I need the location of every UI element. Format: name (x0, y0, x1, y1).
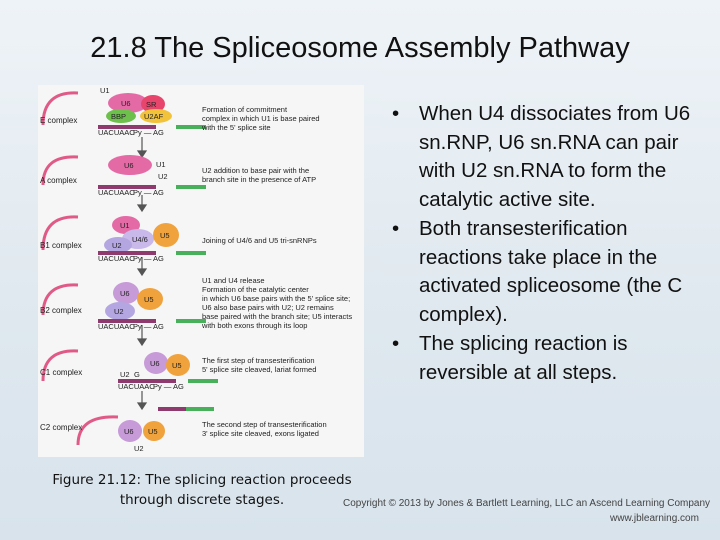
svg-text:U2: U2 (112, 241, 122, 250)
svg-text:U5: U5 (160, 231, 170, 240)
u1-label: U1 (100, 86, 110, 95)
desc-b2-4: U6 also base pairs with U2; U2 remains (202, 303, 334, 312)
svg-text:Py — AG: Py — AG (133, 188, 164, 197)
svg-text:U6: U6 (150, 359, 160, 368)
svg-text:U2AF: U2AF (144, 112, 164, 121)
svg-text:U4/6: U4/6 (132, 235, 148, 244)
stage-arrows (138, 137, 146, 409)
svg-text:BBP: BBP (111, 112, 126, 121)
desc-b2-6: with both exons through its loop (201, 321, 307, 330)
svg-text:UACUAAC: UACUAAC (98, 128, 135, 137)
website-url: www.jblearning.com (610, 513, 699, 524)
desc-c2-1: The second step of transesterification (202, 420, 327, 429)
desc-b2-2: Formation of the catalytic center (202, 285, 309, 294)
bullet-item: • When U4 dissociates from U6 sn.RNP, U6 … (392, 100, 710, 214)
desc-b1-1: Joining of U4/6 and U5 tri-snRNPs (202, 236, 317, 245)
svg-text:U6: U6 (124, 161, 134, 170)
svg-text:G: G (134, 370, 140, 379)
complex-label-b1: B1 complex (40, 241, 82, 250)
complex-label-c1: C1 complex (40, 368, 82, 377)
stage-e-drawing: U1 U6 SR BBP U2AF UACUAAC Py — AG (43, 86, 206, 137)
bullet-symbol: • (392, 215, 399, 244)
stage-c2-drawing: U6 U5 U2 (78, 407, 214, 453)
bullet-text: The splicing reaction is reversible at a… (419, 332, 628, 384)
complex-label-b2: B2 complex (40, 306, 82, 315)
svg-text:U2: U2 (158, 172, 168, 181)
copyright-notice: Copyright © 2013 by Jones & Bartlett Lea… (343, 498, 710, 509)
bullet-symbol: • (392, 100, 399, 129)
stage-b1-drawing: U1 U4/6 U5 U2 UACUAAC Py — AG (43, 216, 206, 263)
desc-a-2: branch site in the presence of ATP (202, 175, 316, 184)
complex-label-e: E complex (40, 116, 77, 125)
figure-caption: Figure 21.12: The splicing reaction proc… (38, 470, 366, 510)
svg-text:Py — AG: Py — AG (133, 128, 164, 137)
desc-b2-5: base paired with the branch site; U5 int… (202, 312, 352, 321)
svg-text:UACUAAC: UACUAAC (118, 382, 155, 391)
desc-e-3: with the 5' splice site (201, 123, 271, 132)
svg-text:UACUAAC: UACUAAC (98, 322, 135, 331)
svg-text:U2: U2 (114, 307, 124, 316)
desc-c1-1: The first step of transesterification (202, 356, 315, 365)
svg-text:Py — AG: Py — AG (133, 322, 164, 331)
bullet-item: • Both transesterification reactions take… (392, 215, 710, 329)
bullet-item: • The splicing reaction is reversible at … (392, 330, 710, 387)
desc-b2-1: U1 and U4 release (202, 276, 265, 285)
svg-text:Py — AG: Py — AG (133, 254, 164, 263)
svg-text:U1: U1 (156, 160, 166, 169)
bullet-text: When U4 dissociates from U6 sn.RNP, U6 s… (419, 102, 690, 211)
spliceosome-figure: U1 U6 SR BBP U2AF UACUAAC Py — AG U6 U1 … (38, 85, 364, 457)
svg-text:Py — AG: Py — AG (153, 382, 184, 391)
desc-b2-3: in which U6 base pairs with the 5' splic… (202, 294, 350, 303)
svg-text:U5: U5 (148, 427, 158, 436)
desc-c1-2: 5' splice site cleaved, lariat formed (202, 365, 316, 374)
bullet-text: Both transesterification reactions take … (419, 217, 682, 326)
desc-c2-2: 3' splice site cleaved, exons ligated (202, 429, 319, 438)
desc-a-1: U2 addition to base pair with the (202, 166, 309, 175)
svg-text:U5: U5 (172, 361, 182, 370)
slide-title: 21.8 The Spliceosome Assembly Pathway (0, 32, 720, 65)
complex-labels: E complex A complex B1 complex B2 comple… (40, 116, 82, 432)
svg-text:U6: U6 (120, 289, 130, 298)
svg-text:U1: U1 (120, 221, 130, 230)
svg-text:SR: SR (146, 100, 157, 109)
svg-text:U2: U2 (120, 370, 130, 379)
svg-text:U6: U6 (124, 427, 134, 436)
svg-text:U6: U6 (121, 99, 131, 108)
desc-e-1: Formation of commitment (202, 105, 288, 114)
complex-label-a: A complex (40, 176, 77, 185)
spliceosome-diagram: U1 U6 SR BBP U2AF UACUAAC Py — AG U6 U1 … (38, 85, 364, 457)
svg-text:UACUAAC: UACUAAC (98, 254, 135, 263)
stage-descriptions: Formation of commitment complex in which… (201, 105, 352, 438)
svg-text:U2: U2 (134, 444, 144, 453)
desc-e-2: complex in which U1 is base paired (202, 114, 320, 123)
svg-text:UACUAAC: UACUAAC (98, 188, 135, 197)
bullet-list: • When U4 dissociates from U6 sn.RNP, U6 … (392, 100, 710, 388)
complex-label-c2: C2 complex (40, 423, 82, 432)
bullet-symbol: • (392, 330, 399, 359)
svg-text:U5: U5 (144, 295, 154, 304)
